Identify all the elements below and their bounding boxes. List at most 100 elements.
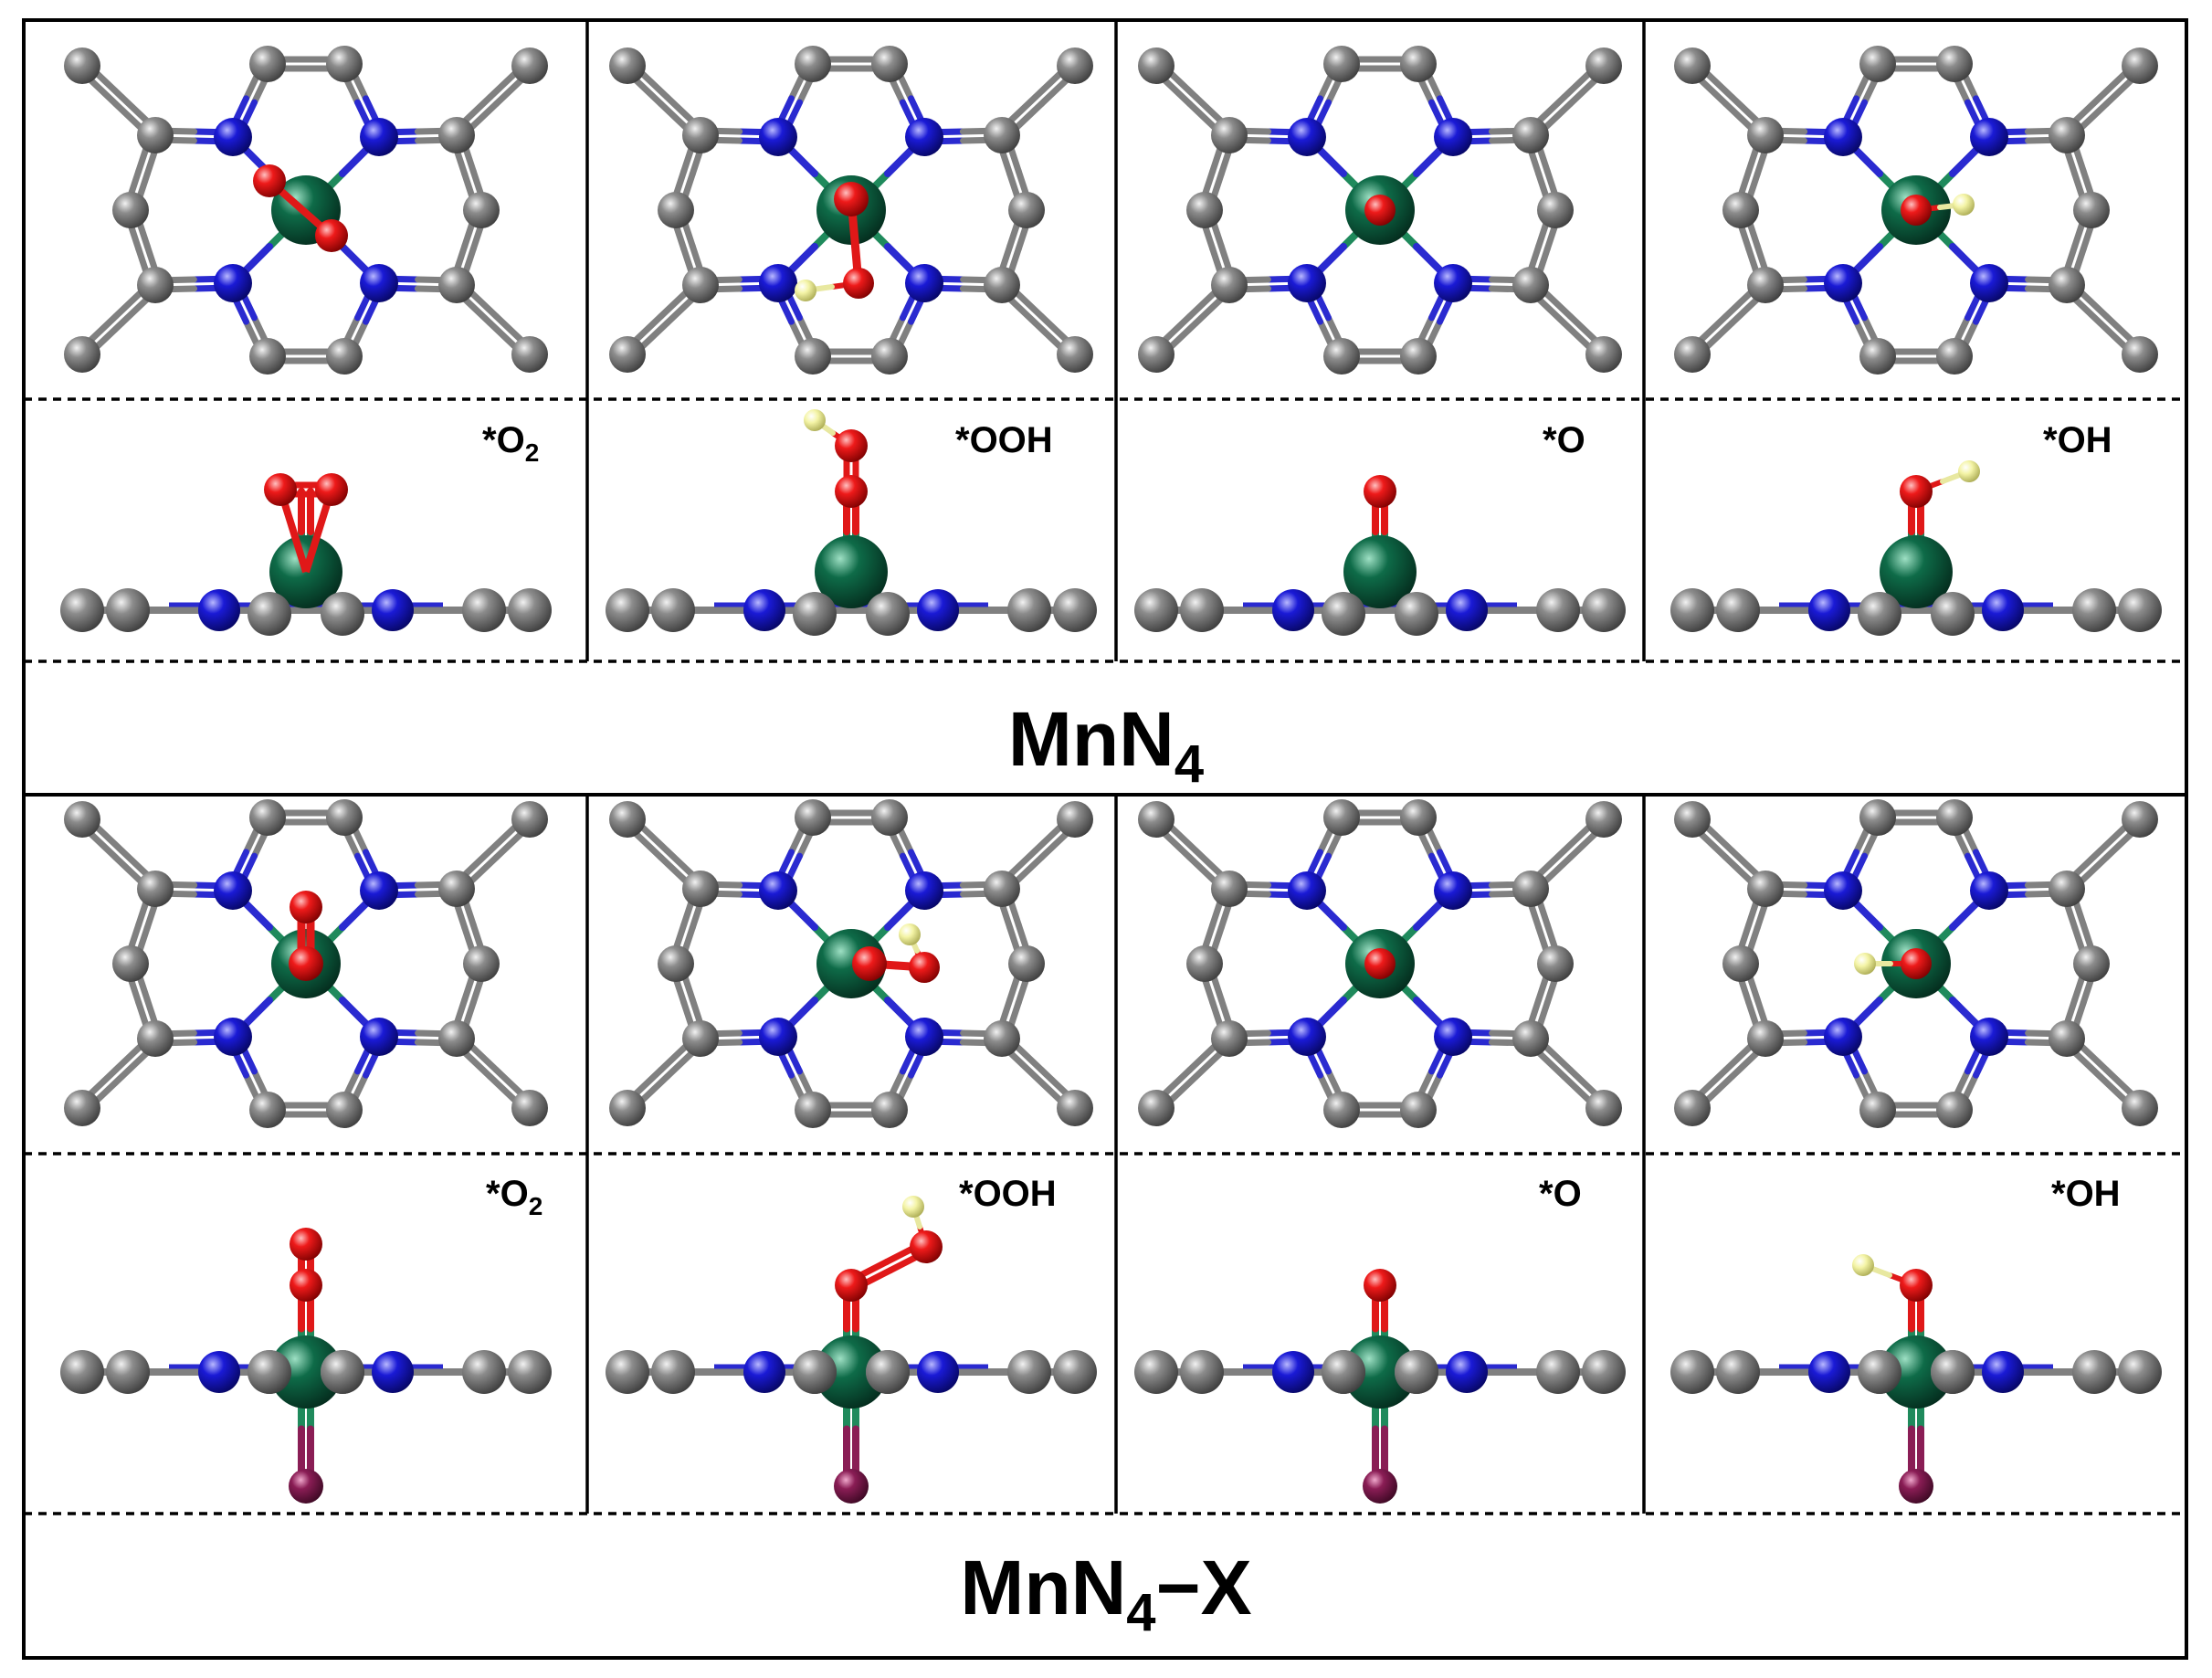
carbon-atom (609, 1090, 646, 1126)
carbon-atom (795, 799, 831, 836)
manganese-atom (815, 535, 888, 608)
oxygen-atom (1364, 1269, 1396, 1302)
carbon-atom (248, 1350, 291, 1394)
nitrogen-atom (743, 589, 785, 631)
side-view-s1-p2 (606, 409, 1097, 636)
carbon-atom (1512, 117, 1549, 153)
carbon-atom (1722, 945, 1759, 982)
carbon-atom (137, 117, 174, 153)
carbon-atom (1722, 192, 1759, 228)
outer-border (22, 18, 2188, 1660)
carbon-atom (1536, 588, 1580, 632)
nitrogen-atom (1824, 264, 1862, 302)
label-s2-p2: *OOH (959, 1174, 1057, 1214)
carbon-atom (1323, 799, 1360, 836)
side-view-s2-p4 (1670, 1254, 2162, 1504)
carbon-atom (1747, 117, 1784, 153)
nitrogen-atom (1808, 589, 1850, 631)
section-title-mnn4-x: MnN4−X (960, 1545, 1251, 1642)
carbon-atom (1674, 801, 1711, 838)
carbon-atom (1858, 1350, 1901, 1394)
carbon-atom (1400, 46, 1437, 82)
carbon-atom (1057, 1090, 1093, 1126)
halide-atom (1899, 1469, 1933, 1504)
carbon-atom (1747, 1020, 1784, 1057)
label-s2-p3: *O (1539, 1174, 1582, 1214)
carbon-atom (795, 46, 831, 82)
nitrogen-atom (1982, 589, 2024, 631)
manganese-atom (1880, 1335, 1953, 1409)
nitrogen-atom (1970, 264, 2008, 302)
carbon-atom (438, 871, 475, 907)
section-2-labels: *O2 *OOH *O *OH (486, 1174, 2121, 1220)
carbon-atom (2049, 871, 2085, 907)
carbon-atom (606, 588, 649, 632)
nitrogen-atom (1288, 264, 1326, 302)
molecule-panels (60, 46, 2162, 1504)
nitrogen-atom (905, 118, 943, 156)
carbon-atom (866, 1350, 910, 1394)
carbon-atom (1186, 945, 1223, 982)
oxygen-atom (1901, 948, 1932, 979)
carbon-atom (1400, 799, 1437, 836)
halide-atom (289, 1469, 323, 1504)
nitrogen-atom (1272, 1351, 1314, 1393)
nitrogen-atom (198, 589, 240, 631)
oxygen-atom (290, 1269, 322, 1302)
carbon-atom (2118, 1350, 2162, 1394)
nitrogen-atom (917, 589, 959, 631)
carbon-atom (64, 1090, 100, 1126)
oxygen-atom (909, 952, 940, 983)
label-s1-p3: *O (1543, 420, 1585, 460)
nitrogen-atom (1446, 1351, 1488, 1393)
nitrogen-atom (1288, 118, 1326, 156)
carbon-atom (462, 1350, 506, 1394)
carbon-atom (682, 267, 719, 303)
manganese-atom (816, 929, 886, 998)
carbon-atom (1134, 1350, 1178, 1394)
carbon-atom (248, 592, 291, 636)
carbon-atom (1180, 588, 1224, 632)
side-view-s1-p3 (1134, 475, 1626, 636)
carbon-atom (137, 871, 174, 907)
carbon-atom (2072, 588, 2116, 632)
hydrogen-atom (899, 923, 921, 945)
nitrogen-atom (905, 1018, 943, 1056)
carbon-atom (106, 1350, 150, 1394)
manganese-atom (1343, 535, 1417, 608)
carbon-atom (60, 1350, 104, 1394)
carbon-atom (1138, 1090, 1174, 1126)
carbon-atom (1395, 1350, 1438, 1394)
carbon-atom (2049, 1020, 2085, 1057)
nitrogen-atom (917, 1351, 959, 1393)
nitrogen-atom (214, 1018, 252, 1056)
carbon-atom (658, 945, 694, 982)
carbon-atom (1931, 1350, 1975, 1394)
hydrogen-atom (1854, 953, 1876, 975)
carbon-atom (1859, 799, 1896, 836)
carbon-atom (1138, 801, 1174, 838)
hydrogen-atom (1958, 460, 1980, 482)
carbon-atom (1322, 1350, 1365, 1394)
carbon-atom (112, 945, 149, 982)
carbon-atom (1400, 1092, 1437, 1128)
carbon-atom (1670, 1350, 1714, 1394)
carbon-atom (795, 338, 831, 375)
carbon-atom (682, 117, 719, 153)
carbon-atom (2072, 1350, 2116, 1394)
oxygen-atom (1364, 475, 1396, 508)
nitrogen-atom (1824, 1018, 1862, 1056)
manganese-atom (1880, 535, 1953, 608)
carbon-atom (1716, 588, 1760, 632)
carbon-atom (1211, 871, 1248, 907)
carbon-atom (984, 267, 1020, 303)
nitrogen-atom (198, 1351, 240, 1393)
oxygen-atom (315, 473, 348, 506)
nitrogen-atom (1824, 871, 1862, 910)
carbon-atom (438, 267, 475, 303)
nitrogen-atom (905, 871, 943, 910)
nitrogen-atom (372, 1351, 414, 1393)
carbon-atom (1582, 588, 1626, 632)
carbon-atom (1400, 338, 1437, 375)
carbon-atom (249, 338, 286, 375)
